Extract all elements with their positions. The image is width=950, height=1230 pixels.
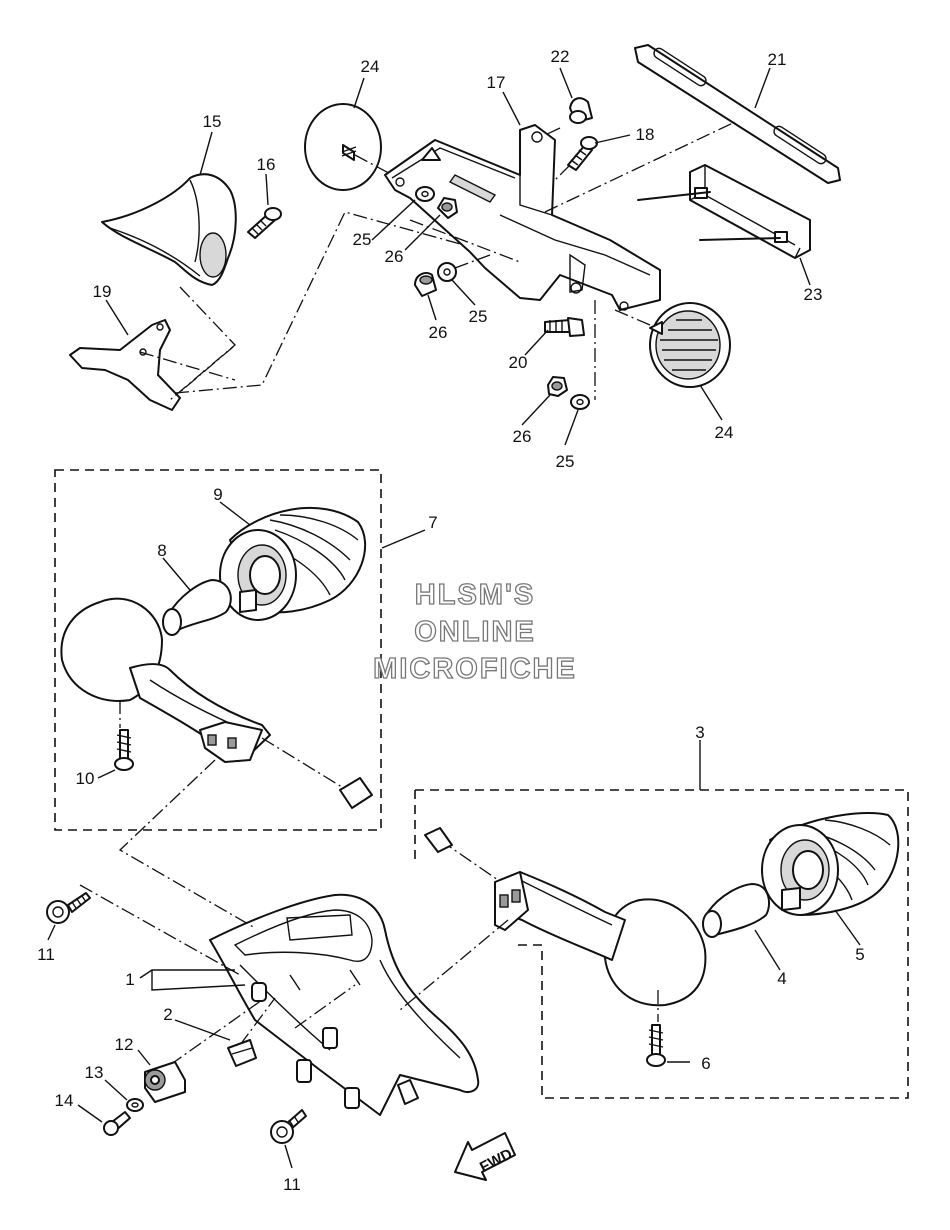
assembly-line bbox=[637, 191, 711, 201]
grommet-part-1[interactable] bbox=[251, 982, 267, 1002]
assembly-line bbox=[454, 254, 491, 269]
assembly-line bbox=[174, 211, 501, 394]
signal-housing-part-10[interactable] bbox=[60, 597, 271, 763]
callout-22: 22 bbox=[551, 47, 570, 66]
assembly-line bbox=[544, 127, 561, 136]
watermark: HLSM'S ONLINE MICROFICHE bbox=[373, 578, 577, 685]
washer-part-13[interactable] bbox=[126, 1098, 144, 1112]
screw-part-10[interactable] bbox=[114, 729, 134, 771]
connector[interactable] bbox=[424, 827, 453, 853]
callout-10: 10 bbox=[76, 769, 95, 788]
signal-housing-part-3[interactable] bbox=[494, 871, 707, 1007]
nut-part-26[interactable] bbox=[414, 272, 437, 297]
callout-18: 18 bbox=[636, 125, 655, 144]
callout-19: 19 bbox=[93, 282, 112, 301]
callout-6: 6 bbox=[701, 1054, 710, 1073]
assembly-box-3 bbox=[415, 789, 909, 1099]
plate-holder-part-23[interactable] bbox=[689, 164, 811, 259]
rear-fender-part-1[interactable] bbox=[209, 893, 480, 1116]
callout-26-b: 26 bbox=[429, 323, 448, 342]
assembly-box-7 bbox=[54, 469, 382, 831]
screw-part-6[interactable] bbox=[646, 1024, 666, 1067]
callout-23: 23 bbox=[804, 285, 823, 304]
lens-part-5[interactable] bbox=[761, 812, 900, 916]
bulb-part-8[interactable] bbox=[162, 579, 232, 636]
assembly-line bbox=[169, 999, 263, 1066]
watermark-line-3: MICROFICHE bbox=[373, 653, 577, 685]
callout-24-top: 24 bbox=[361, 57, 380, 76]
assembly-line bbox=[699, 237, 781, 241]
callout-26-a: 26 bbox=[385, 247, 404, 266]
assembly-line bbox=[239, 997, 276, 1046]
connector[interactable] bbox=[339, 777, 373, 809]
watermark-line-2: ONLINE bbox=[414, 616, 536, 648]
callout-5: 5 bbox=[855, 945, 864, 964]
callout-4: 4 bbox=[777, 969, 786, 988]
bulb-part-4[interactable] bbox=[702, 883, 770, 938]
callout-20: 20 bbox=[509, 353, 528, 372]
callout-12: 12 bbox=[115, 1035, 134, 1054]
nut-part-26[interactable] bbox=[437, 197, 458, 219]
assembly-line bbox=[118, 759, 256, 929]
reflector-part-24[interactable] bbox=[649, 302, 731, 388]
cap-nut-part-22[interactable] bbox=[569, 97, 593, 124]
assembly-line bbox=[544, 121, 736, 213]
assembly-line bbox=[169, 286, 236, 401]
callout-8: 8 bbox=[157, 541, 166, 560]
callout-9: 9 bbox=[213, 485, 222, 504]
callout-1: 1 bbox=[125, 970, 134, 989]
callout-11-left: 11 bbox=[37, 945, 55, 964]
callout-17: 17 bbox=[487, 73, 506, 92]
washer-part-25[interactable] bbox=[437, 262, 457, 282]
callout-25-b: 25 bbox=[469, 307, 488, 326]
lens-part-9[interactable] bbox=[219, 506, 367, 621]
assembly-line bbox=[294, 984, 356, 1029]
tail-cover-part-15[interactable] bbox=[101, 173, 237, 286]
callout-14: 14 bbox=[55, 1091, 74, 1110]
callout-24-bottom: 24 bbox=[715, 423, 734, 442]
callout-25-a: 25 bbox=[353, 230, 372, 249]
watermark-line-1: HLSM'S bbox=[415, 579, 535, 611]
assembly-line bbox=[354, 154, 399, 179]
bolt-part-11[interactable] bbox=[270, 1109, 307, 1144]
damper-part-12[interactable] bbox=[144, 1061, 186, 1103]
callout-15: 15 bbox=[203, 112, 222, 131]
callout-7: 7 bbox=[428, 513, 437, 532]
socket-part-2[interactable] bbox=[227, 1039, 257, 1067]
bolt-part-18[interactable] bbox=[567, 136, 598, 171]
forward-direction-arrow: FWD bbox=[454, 1132, 516, 1181]
license-bracket-part-17[interactable] bbox=[384, 124, 661, 311]
assembly-line bbox=[179, 346, 234, 393]
assembly-line bbox=[139, 351, 236, 381]
washer-part-25[interactable] bbox=[570, 394, 590, 410]
nut-part-26[interactable] bbox=[547, 376, 568, 397]
plate-strip-part-21[interactable] bbox=[634, 44, 841, 184]
wire-line bbox=[261, 737, 356, 796]
washer-part-25[interactable] bbox=[415, 186, 435, 202]
callout-21: 21 bbox=[768, 50, 787, 69]
callout-16: 16 bbox=[257, 155, 276, 174]
callout-numbers: 15 16 19 24 17 22 18 21 23 25 26 26 25 2… bbox=[37, 47, 865, 1194]
bolt-part-14[interactable] bbox=[103, 1111, 131, 1136]
callout-26-c: 26 bbox=[513, 427, 532, 446]
reflector-part-24[interactable] bbox=[304, 103, 382, 191]
callout-11-bottom: 11 bbox=[283, 1175, 301, 1194]
callout-3: 3 bbox=[695, 723, 704, 742]
assembly-line bbox=[554, 164, 571, 181]
callout-2: 2 bbox=[163, 1005, 172, 1024]
bolt-part-11[interactable] bbox=[46, 892, 91, 924]
bracket-part-19[interactable] bbox=[69, 319, 181, 411]
assembly-line bbox=[614, 309, 651, 326]
callout-leaders bbox=[47, 67, 861, 1169]
bolt-part-16[interactable] bbox=[247, 207, 282, 239]
callout-13: 13 bbox=[85, 1063, 104, 1082]
assembly-line bbox=[79, 884, 241, 976]
callout-25-c: 25 bbox=[556, 452, 575, 471]
bolt-part-20[interactable] bbox=[544, 317, 585, 337]
